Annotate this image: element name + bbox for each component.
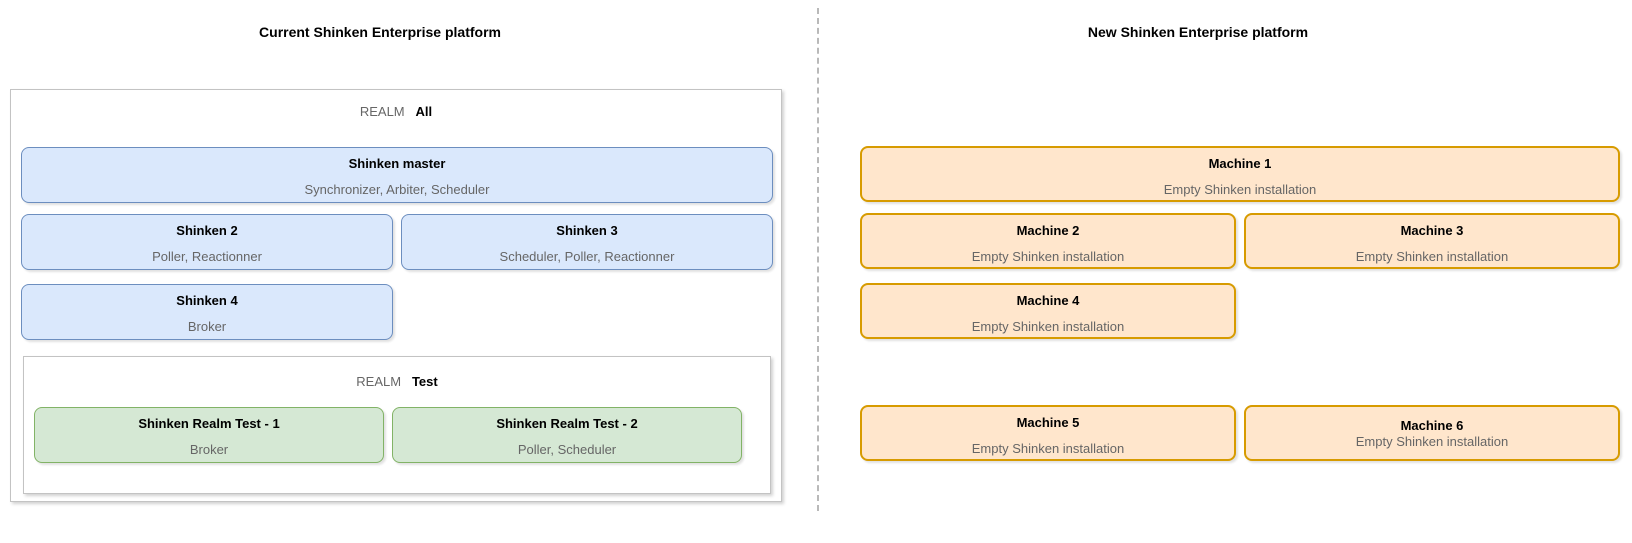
node-title: Shinken 4 bbox=[176, 293, 238, 308]
realm-test-label-name: Test bbox=[411, 374, 438, 389]
node-subtitle: Broker bbox=[187, 319, 227, 334]
node-subtitle: Empty Shinken installation bbox=[971, 441, 1125, 456]
node-subtitle: Poller, Scheduler bbox=[517, 442, 617, 457]
realm-all-label-name: All bbox=[415, 104, 433, 119]
node-subtitle: Empty Shinken installation bbox=[971, 319, 1125, 334]
node-title: Machine 4 bbox=[1016, 293, 1080, 308]
node-title: Machine 3 bbox=[1400, 223, 1464, 238]
node-title: Shinken 3 bbox=[556, 223, 618, 238]
right-column-title: New Shinken Enterprise platform bbox=[1087, 24, 1309, 40]
node-shinken-master: Shinken master Synchronizer, Arbiter, Sc… bbox=[21, 147, 773, 203]
node-machine-4: Machine 4 Empty Shinken installation bbox=[860, 283, 1236, 339]
node-subtitle: Empty Shinken installation bbox=[971, 249, 1125, 264]
realm-all-container: REALM All Shinken master Synchronizer, A… bbox=[10, 89, 782, 502]
node-subtitle: Empty Shinken installation bbox=[1163, 182, 1317, 197]
node-subtitle: Empty Shinken installation bbox=[1355, 433, 1509, 449]
realm-test-container: REALM Test Shinken Realm Test - 1 Broker… bbox=[23, 356, 771, 494]
realm-all-label-prefix: REALM bbox=[359, 104, 405, 119]
node-title: Machine 2 bbox=[1016, 223, 1080, 238]
realm-all-label: REALM All bbox=[11, 104, 781, 120]
node-shinken-4: Shinken 4 Broker bbox=[21, 284, 393, 340]
node-title: Shinken 2 bbox=[176, 223, 238, 238]
node-title: Machine 5 bbox=[1016, 415, 1080, 430]
node-shinken-3: Shinken 3 Scheduler, Poller, Reactionner bbox=[401, 214, 773, 270]
node-title: Machine 1 bbox=[1208, 156, 1272, 171]
node-shinken-2: Shinken 2 Poller, Reactionner bbox=[21, 214, 393, 270]
node-subtitle: Poller, Reactionner bbox=[152, 249, 262, 264]
node-subtitle: Scheduler, Poller, Reactionner bbox=[499, 249, 675, 264]
realm-test-label: REALM Test bbox=[24, 374, 770, 390]
left-column-title: Current Shinken Enterprise platform bbox=[259, 24, 501, 40]
node-subtitle: Empty Shinken installation bbox=[1355, 249, 1509, 264]
node-subtitle: Broker bbox=[189, 442, 229, 457]
node-title: Shinken master bbox=[348, 156, 446, 171]
node-machine-1: Machine 1 Empty Shinken installation bbox=[860, 146, 1620, 202]
node-machine-2: Machine 2 Empty Shinken installation bbox=[860, 213, 1236, 269]
realm-test-label-prefix: REALM bbox=[356, 374, 402, 389]
node-subtitle: Synchronizer, Arbiter, Scheduler bbox=[304, 182, 490, 197]
node-shinken-realm-test-1: Shinken Realm Test - 1 Broker bbox=[34, 407, 384, 463]
column-divider-dashed-line bbox=[817, 8, 819, 511]
node-shinken-realm-test-2: Shinken Realm Test - 2 Poller, Scheduler bbox=[392, 407, 742, 463]
node-machine-3: Machine 3 Empty Shinken installation bbox=[1244, 213, 1620, 269]
node-title: Shinken Realm Test - 1 bbox=[138, 416, 280, 431]
node-machine-6: Machine 6 Empty Shinken installation bbox=[1244, 405, 1620, 461]
node-machine-5: Machine 5 Empty Shinken installation bbox=[860, 405, 1236, 461]
node-title: Machine 6 bbox=[1400, 417, 1464, 433]
node-title: Shinken Realm Test - 2 bbox=[496, 416, 638, 431]
